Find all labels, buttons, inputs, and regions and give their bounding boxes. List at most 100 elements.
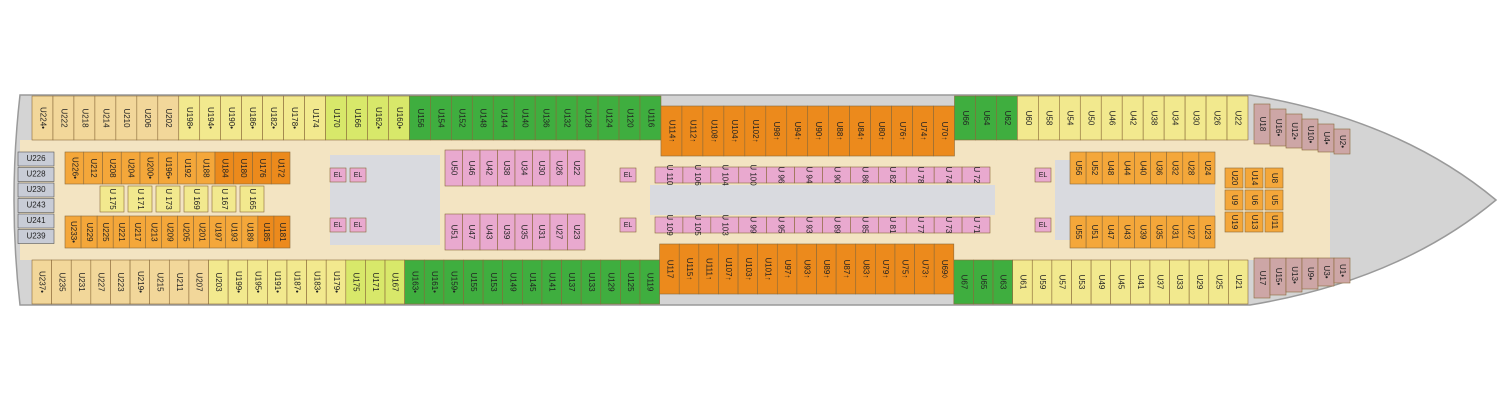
- cabin-bottom[interactable]: U33: [1169, 259, 1190, 305]
- cabin-bottom[interactable]: U119: [639, 259, 660, 305]
- cabin-center-top[interactable]: U 82: [878, 167, 907, 184]
- cabin-bottom[interactable]: U79↑: [875, 243, 896, 295]
- cabin-bottom[interactable]: U149: [502, 259, 523, 305]
- cabin-bottom[interactable]: U61: [1012, 259, 1033, 305]
- cabin-top[interactable]: U54: [1059, 95, 1081, 141]
- cabin-inner-bottom[interactable]: U213: [145, 215, 162, 249]
- cabin-bottom[interactable]: U207: [188, 259, 209, 305]
- cabin-bottom[interactable]: U211: [168, 259, 190, 305]
- cabin-bottom[interactable]: U167: [384, 259, 405, 305]
- cabin-top[interactable]: U140: [513, 95, 536, 141]
- cabin-inner-top[interactable]: U212: [83, 151, 103, 185]
- cabin-bottom[interactable]: U183•: [306, 259, 327, 305]
- cabin-top[interactable]: U112↑: [681, 105, 704, 157]
- cabin-inner-bottom[interactable]: U209: [161, 215, 178, 249]
- cabin-bottom[interactable]: U101↑: [757, 243, 778, 295]
- cabin-mid-bottom[interactable]: U39: [497, 213, 516, 251]
- cabin-inner-bottom[interactable]: U185: [257, 215, 275, 249]
- cabin-inner-bottom[interactable]: U201: [193, 215, 210, 249]
- cabin-center-bottom[interactable]: U 95: [766, 217, 795, 234]
- cabin-bow-top[interactable]: U2•: [1333, 128, 1351, 155]
- cabin-mid-top[interactable]: U26: [549, 149, 568, 187]
- cabin-inner-top[interactable]: U226•: [64, 151, 85, 185]
- cabin-fwd-bottom[interactable]: U51: [1085, 215, 1103, 249]
- cabin-center-bottom[interactable]: U 109: [654, 214, 684, 236]
- stern-cabin[interactable]: U241: [17, 213, 55, 229]
- cabin-center-bottom[interactable]: U 89: [822, 217, 851, 234]
- cabin-top[interactable]: U60: [1017, 95, 1039, 141]
- cabin-bottom[interactable]: U45: [1110, 259, 1131, 305]
- cabin-center-bottom[interactable]: U 73: [933, 217, 963, 234]
- cabin-bow-bottom[interactable]: U1•: [1333, 257, 1351, 284]
- cabin-top[interactable]: U38: [1142, 95, 1165, 141]
- cabin-top[interactable]: U170: [325, 95, 347, 141]
- cabin-top[interactable]: U90↑: [807, 105, 829, 157]
- cabin-bottom[interactable]: U29: [1188, 259, 1210, 305]
- cabin-inner-top[interactable]: U192: [177, 151, 197, 185]
- cabin-mid-top[interactable]: U38: [497, 149, 516, 187]
- cabin-top[interactable]: U94↑: [786, 105, 809, 157]
- cabin-bottom[interactable]: U125: [620, 259, 641, 305]
- cabin-bottom[interactable]: U171: [365, 259, 386, 305]
- cabin-bottom[interactable]: U237•: [31, 259, 52, 305]
- cabin-bottom[interactable]: U231: [70, 259, 92, 305]
- cabin-top[interactable]: U124: [597, 95, 620, 141]
- cabin-bottom[interactable]: U107↑: [718, 243, 739, 295]
- cabin-inner-bottom[interactable]: U189: [241, 215, 259, 249]
- cabin-top[interactable]: U128: [576, 95, 599, 141]
- cabin-mid-top[interactable]: U50: [444, 149, 463, 187]
- cabin-fwd-small[interactable]: U5: [1264, 189, 1284, 211]
- cabin-center-top[interactable]: U 90: [822, 167, 851, 184]
- cabin-mid-bottom[interactable]: U27: [549, 213, 568, 251]
- cabin-top[interactable]: U194•: [199, 95, 221, 141]
- cabin-top[interactable]: U166: [346, 95, 368, 141]
- cabin-fwd-small[interactable]: U14: [1244, 167, 1264, 189]
- cabin-mid-top[interactable]: U34: [514, 149, 533, 187]
- cabin-bottom[interactable]: U63: [992, 259, 1013, 305]
- cabin-bottom[interactable]: U115↑: [678, 243, 700, 295]
- cabin-top[interactable]: U74↑: [912, 105, 934, 157]
- cabin-bottom[interactable]: U235: [51, 259, 72, 305]
- cabin-mid-bottom[interactable]: U51: [444, 213, 463, 251]
- cabin-bottom[interactable]: U133: [580, 259, 602, 305]
- cabin-bow-bottom[interactable]: U9•: [1301, 257, 1319, 290]
- cabin-top[interactable]: U174: [304, 95, 326, 141]
- cabin-center-top[interactable]: U 104: [710, 164, 740, 186]
- cabin-mid-bottom[interactable]: U47: [462, 213, 481, 251]
- cabin-bottom[interactable]: U83↑: [855, 243, 876, 295]
- cabin-top[interactable]: U160•: [388, 95, 410, 141]
- cabin-bottom[interactable]: U145: [522, 259, 543, 305]
- cabin-fwd-bottom[interactable]: U27: [1182, 215, 1200, 249]
- cabin-bottom[interactable]: U37: [1149, 259, 1170, 305]
- cabin-bottom[interactable]: U57: [1051, 259, 1072, 305]
- cabin-bottom[interactable]: U129: [600, 259, 621, 305]
- cabin-fwd-top[interactable]: U48: [1101, 151, 1119, 185]
- cabin-center-bottom[interactable]: U 93: [794, 217, 823, 234]
- cabin-top[interactable]: U132: [555, 95, 578, 141]
- cabin-bottom[interactable]: U93↑: [796, 243, 817, 295]
- cabin-top[interactable]: U62: [996, 95, 1018, 141]
- cabin-top[interactable]: U154: [430, 95, 452, 141]
- cabin-bottom[interactable]: U103↑: [737, 243, 758, 295]
- cabin-top[interactable]: U210: [115, 95, 138, 141]
- cabin-top[interactable]: U202: [157, 95, 180, 141]
- cabin-bottom[interactable]: U195•: [247, 259, 268, 305]
- cabin-inner-top[interactable]: U208: [102, 151, 122, 185]
- cabin-bottom[interactable]: U179•: [325, 259, 347, 305]
- cabin-fwd-small[interactable]: U20: [1224, 167, 1244, 189]
- cabin-top[interactable]: U162•: [367, 95, 389, 141]
- cabin-inner-bottom[interactable]: U217: [128, 215, 146, 249]
- cabin-small-inner[interactable]: U 169: [183, 185, 209, 213]
- cabin-mid-bottom[interactable]: U35: [514, 213, 533, 251]
- cabin-top[interactable]: U190•: [220, 95, 242, 141]
- cabin-fwd-top[interactable]: U32: [1166, 151, 1184, 185]
- cabin-inner-top[interactable]: U204: [120, 151, 141, 185]
- cabin-fwd-top[interactable]: U24: [1198, 151, 1216, 185]
- cabin-bottom[interactable]: U67: [953, 259, 974, 305]
- cabin-bottom[interactable]: U69◊: [933, 243, 955, 295]
- cabin-bottom[interactable]: U97↑: [776, 243, 798, 295]
- cabin-mid-bottom[interactable]: U31: [532, 213, 551, 251]
- cabin-top[interactable]: U198•: [178, 95, 201, 141]
- cabin-bottom[interactable]: U191•: [267, 259, 288, 305]
- cabin-top[interactable]: U50: [1079, 95, 1102, 141]
